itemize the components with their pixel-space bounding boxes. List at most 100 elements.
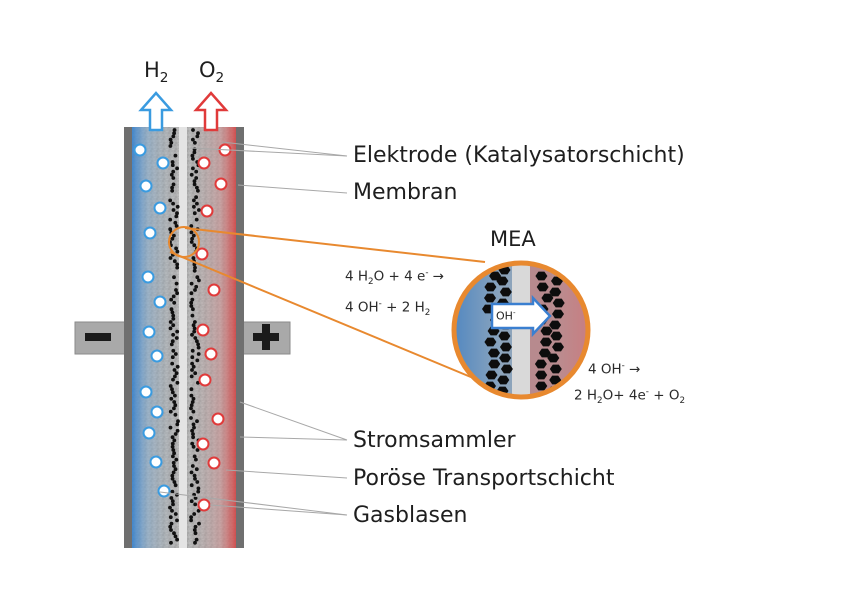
gas-bubble (142, 325, 156, 339)
catalyst-dot (173, 403, 178, 408)
catalyst-dot (169, 396, 174, 401)
catalyst-dot (190, 441, 195, 446)
gas-bubbles-label: Gasblasen (353, 503, 468, 528)
gas-bubble (141, 270, 155, 284)
catalyst-particle (549, 287, 562, 297)
gas-bubble (197, 156, 211, 170)
catalyst-dot (168, 515, 173, 520)
catalyst-dot (190, 464, 195, 468)
gas-bubble (149, 455, 163, 469)
mea-title: MEA (490, 227, 536, 251)
catalyst-dot (193, 320, 197, 324)
catalyst-particle (540, 326, 553, 336)
zoom-source-ring (168, 226, 200, 258)
catalyst-dot (195, 134, 200, 139)
catalyst-dot (191, 156, 195, 161)
catalyst-dot (175, 166, 180, 171)
catalyst-particle (499, 342, 512, 352)
catalyst-dot (173, 483, 178, 488)
catalyst-dot (196, 345, 201, 350)
catalyst-particle (484, 282, 497, 292)
catalyst-dot (191, 323, 196, 328)
gas-bubble (196, 323, 210, 337)
catalyst-dot (193, 140, 197, 145)
catalyst-particle (535, 271, 548, 281)
catalyst-dot (194, 467, 199, 472)
catalyst-dot (195, 339, 199, 344)
catalyst-dot (194, 176, 199, 180)
catalyst-dot (190, 153, 195, 158)
gas-bubble (133, 143, 147, 157)
catalyst-dot (170, 355, 175, 360)
gas-bubble (214, 177, 228, 191)
catalyst-dot (196, 188, 200, 193)
oxygen-bubbles (195, 143, 232, 512)
catalyst-dot (173, 512, 178, 516)
catalyst-particle (550, 331, 563, 341)
catalyst-dot (192, 329, 197, 334)
catalyst-dot (175, 262, 180, 267)
catalyst-dot (171, 454, 175, 459)
catalyst-dot (170, 508, 174, 513)
catalyst-dot (168, 198, 173, 203)
catalyst-dot (174, 224, 179, 228)
catalyst-dot (190, 313, 195, 318)
catalyst-dot (193, 288, 197, 292)
catalyst-dot (192, 204, 196, 209)
catalyst-dot (193, 524, 198, 529)
gas-bubble (150, 405, 164, 419)
catalyst-dot (189, 499, 194, 504)
ion-arrow (490, 294, 552, 338)
catalyst-dot (170, 444, 175, 449)
anode-reaction-line2: 2 H2O+ 4e- + O2 (574, 386, 686, 406)
catalyst-particle (499, 287, 512, 297)
catalyst-dot (193, 476, 197, 481)
catalyst-dot (192, 473, 197, 478)
catalyst-dot (168, 409, 173, 414)
catalyst-dot (171, 502, 175, 507)
catalyst-particle (552, 309, 564, 319)
catalyst-dot (169, 307, 174, 312)
catalyst-particle (541, 293, 554, 303)
catalyst-dot (194, 169, 199, 174)
catalyst-dot (169, 528, 173, 532)
catalyst-dot (196, 131, 200, 136)
catalyst-dot (191, 444, 196, 449)
catalyst-dot (175, 291, 180, 296)
catalyst-dot (171, 313, 176, 318)
gas-bubble (200, 204, 214, 218)
catalyst-dot (170, 188, 175, 193)
oxygen-label: O2 (199, 58, 225, 87)
catalyst-dot (189, 483, 194, 488)
catalyst-dot (174, 281, 179, 286)
catalyst-particle (549, 375, 562, 385)
catalyst-dot (195, 419, 199, 424)
catalyst-particle (499, 353, 512, 363)
catalyst-dot (171, 323, 176, 328)
catalyst-particle (498, 331, 511, 341)
catalyst-particle (497, 375, 510, 385)
catalyst-dot (192, 150, 197, 155)
catalyst-dot (192, 512, 197, 516)
catalyst-dot (172, 259, 177, 264)
catalyst-dot (193, 371, 198, 376)
catalyst-dot (171, 332, 176, 337)
catalyst-particle (496, 276, 509, 286)
catalyst-dot (172, 406, 176, 411)
catalyst-dot (171, 448, 176, 452)
catalyst-particle (534, 359, 547, 369)
catalyst-dot (189, 230, 194, 235)
catalyst-dot (191, 307, 195, 312)
catalyst-dot (170, 185, 175, 190)
catalyst-dot (191, 128, 195, 132)
catalyst-particle (484, 293, 496, 303)
gas-bubble (139, 179, 153, 193)
catalyst-particle (552, 342, 564, 352)
catalyst-dot (197, 521, 201, 526)
gas-bubble (211, 412, 225, 426)
catalyst-dot (191, 396, 196, 401)
catalyst-dot (190, 361, 195, 366)
catalyst-dot (174, 246, 179, 251)
catalyst-dot (170, 435, 175, 440)
catalyst-dot (170, 441, 175, 446)
